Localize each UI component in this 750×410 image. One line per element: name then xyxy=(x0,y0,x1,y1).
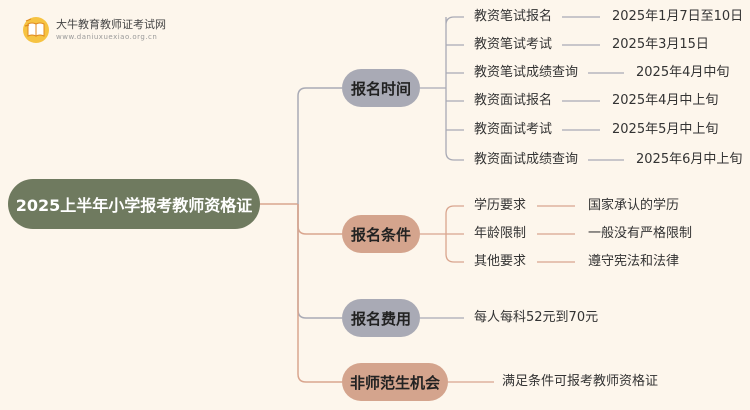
branch-registration-fee: 报名费用 xyxy=(342,299,420,337)
connector-branch-cond xyxy=(297,204,342,235)
connector-cond-values xyxy=(537,205,575,263)
leaf-item-name: 其他要求 xyxy=(474,254,527,269)
connector-cond-group xyxy=(420,205,464,263)
leaf-item-value: 2025年4月中上旬 xyxy=(612,93,719,108)
leaf-item-name: 年龄限制 xyxy=(474,226,527,241)
leaf-item-name: 教资面试考试 xyxy=(474,122,553,137)
leaf-item-name: 教资面试成绩查询 xyxy=(474,152,579,167)
branch-registration-time: 报名时间 xyxy=(342,69,420,107)
leaf-item-value: 2025年3月15日 xyxy=(612,37,709,52)
leaf-item-value: 一般没有严格限制 xyxy=(588,226,693,241)
leaf-item-name: 每人每科52元到70元 xyxy=(474,310,599,325)
logo-url: www.daniuxuexiao.org.cn xyxy=(56,33,158,41)
leaf-item-value: 遵守宪法和法律 xyxy=(588,254,680,269)
book-icon xyxy=(22,16,50,44)
leaf-item-name: 教资笔试考试 xyxy=(474,37,553,52)
leaf-item-name: 学历要求 xyxy=(474,198,527,213)
branch-registration-conditions: 报名条件 xyxy=(342,215,420,253)
connector-branch-time xyxy=(297,87,342,204)
logo-name: 大牛教育教师证考试网 xyxy=(56,18,166,31)
branch-non-normal-students: 非师范生机会 xyxy=(342,363,448,401)
root-node: 2025上半年小学报考教师资格证 xyxy=(8,179,260,229)
leaf-item-name: 教资笔试报名 xyxy=(474,9,553,24)
leaf-item-value: 2025年1月7日至10日 xyxy=(612,9,744,24)
connector-branch-fee xyxy=(297,204,342,319)
leaf-item-name: 满足条件可报考教师资格证 xyxy=(502,374,659,389)
leaf-item-name: 教资笔试成绩查询 xyxy=(474,65,579,80)
leaf-item-name: 教资面试报名 xyxy=(474,93,553,108)
connector-time-values xyxy=(562,16,624,161)
site-logo: 大牛教育教师证考试网 www.daniuxuexiao.org.cn xyxy=(22,16,166,44)
connector-time-group xyxy=(420,16,464,161)
leaf-item-value: 2025年6月中上旬 xyxy=(636,152,743,167)
leaf-item-value: 国家承认的学历 xyxy=(588,198,680,213)
leaf-item-value: 2025年5月中上旬 xyxy=(612,122,719,137)
connector-branch-nonmajor xyxy=(297,204,342,383)
leaf-item-value: 2025年4月中旬 xyxy=(636,65,730,80)
